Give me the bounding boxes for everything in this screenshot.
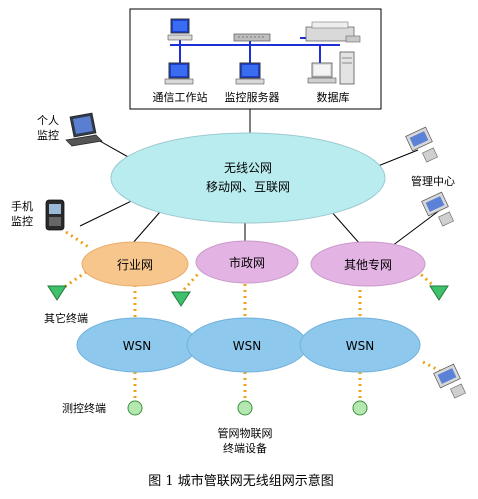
iot-terminal-circle xyxy=(127,400,143,416)
industry-network-ellipse xyxy=(81,241,189,287)
terminal-triangle-icons xyxy=(47,285,449,307)
personal-monitor-label-2: 监控 xyxy=(37,128,59,142)
iot-terminal-circle xyxy=(352,400,368,416)
network-switch-icon xyxy=(233,33,271,42)
other-private-network-ellipse xyxy=(310,241,426,287)
industry-network-label: 行业网 xyxy=(117,258,153,272)
public-wireless-network-cloud xyxy=(110,132,386,224)
management-center-computer-icon-2 xyxy=(421,191,454,227)
database-server-icon xyxy=(307,51,355,85)
personal-monitor-label-1: 个人 xyxy=(37,114,59,127)
printer-icon xyxy=(305,21,361,43)
phone-monitor-label-1: 手机 xyxy=(11,199,33,213)
workstation-pc-icon xyxy=(164,62,194,85)
iot-devices-label-2: 终端设备 xyxy=(223,441,267,455)
management-center-computer-icon-1 xyxy=(405,126,438,163)
terminal-triangle-icon xyxy=(47,285,67,301)
database-label: 数据库 xyxy=(317,90,350,104)
figure-caption: 图 1 城市管联网无线组网示意图 xyxy=(148,473,334,489)
iot-terminal-circle xyxy=(237,400,253,416)
monitor-server-pc-icon xyxy=(235,62,265,85)
wsn-label-3: WSN xyxy=(346,339,374,353)
monitor-server-label: 监控服务器 xyxy=(225,90,280,104)
cloud-label-line2: 移动网、互联网 xyxy=(206,180,290,194)
terminal-triangle-icon xyxy=(429,285,449,301)
municipal-network-ellipse xyxy=(195,240,299,284)
field-computer-icon xyxy=(433,363,466,399)
phone-monitor-label-2: 监控 xyxy=(11,214,33,228)
iot-devices-label-1: 管网物联网 xyxy=(218,426,273,440)
wsn-ellipse-3 xyxy=(299,317,421,373)
workstation-computer-icon xyxy=(167,18,193,41)
cloud-label-line1: 无线公网 xyxy=(224,161,272,175)
terminal-triangle-icon xyxy=(171,291,191,307)
management-center-label: 管理中心 xyxy=(411,174,455,188)
other-terminals-label: 其它终端 xyxy=(44,311,88,325)
municipal-network-label: 市政网 xyxy=(229,255,265,270)
wsn-label-1: WSN xyxy=(123,339,151,353)
measure-terminals-label: 测控终端 xyxy=(62,401,106,415)
workstation-label: 通信工作站 xyxy=(153,90,208,104)
iot-terminal-circles xyxy=(127,400,368,416)
mobile-phone-icon xyxy=(45,199,65,231)
wsn-label-2: WSN xyxy=(233,339,261,353)
laptop-icon xyxy=(65,112,103,147)
other-private-network-label: 其他专网 xyxy=(344,257,392,272)
